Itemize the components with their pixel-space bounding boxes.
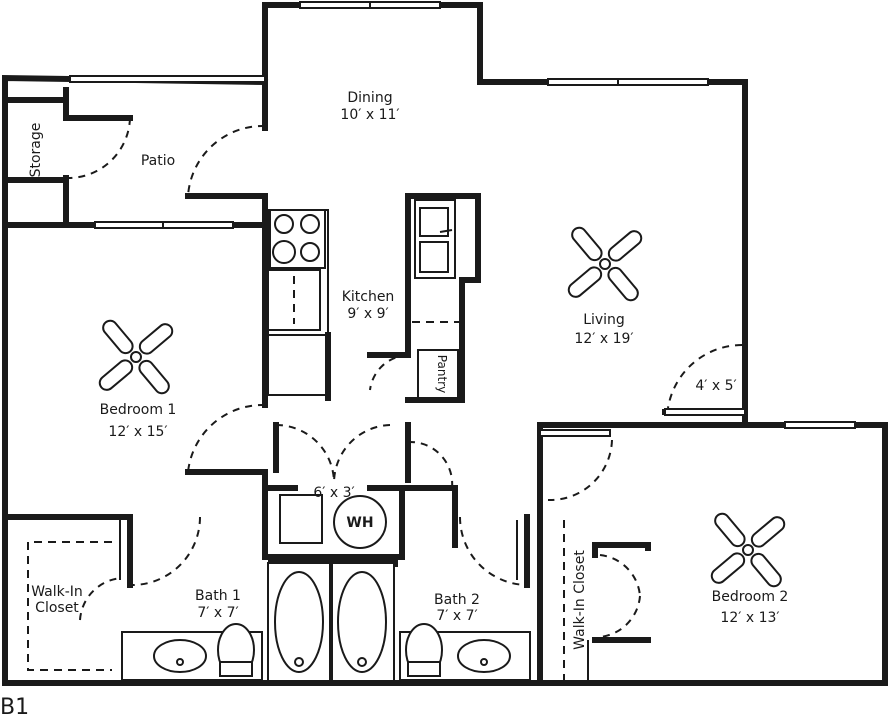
dining-label: Dining: [347, 90, 392, 106]
ceiling-fan-icon: [710, 512, 786, 588]
storage-label: Storage: [28, 123, 44, 178]
kitchen-fixtures: [267, 199, 460, 401]
bathtub-icon: [274, 571, 324, 673]
living-size: 12′ x 19′: [574, 331, 633, 347]
ceiling-fan-icon: [98, 319, 174, 395]
toilet-icon: [405, 623, 443, 677]
kitchen-size: 9′ x 9′: [347, 306, 388, 322]
water-heater-label: WH: [346, 515, 373, 531]
bath2-label: Bath 2: [434, 592, 480, 608]
bath2-size: 7′ x 7′: [436, 608, 477, 624]
bathtub-icon: [337, 571, 387, 673]
bedroom2-size: 12′ x 13′: [720, 610, 779, 626]
walls: [1, 2, 888, 686]
kitchen-sink-icon: [414, 199, 456, 279]
stove-icon: [269, 209, 326, 269]
bath1-size: 7′ x 7′: [197, 605, 238, 621]
patio-label: Patio: [141, 153, 175, 169]
dining-size: 10′ x 11′: [340, 107, 399, 123]
water-heater-icon: [333, 495, 387, 549]
ceiling-fan-icon: [567, 226, 643, 302]
foyer-size: 4′ x 5′: [695, 378, 736, 394]
sink-icon: [153, 639, 207, 673]
bath1-label: Bath 1: [195, 588, 241, 604]
walkin2-label: Walk-In Closet: [572, 550, 588, 650]
door-swings: [65, 117, 743, 638]
utility-size: 6′ x 3′: [313, 485, 354, 501]
pantry-label: Pantry: [435, 355, 449, 393]
living-label: Living: [583, 312, 625, 328]
bedroom1-size: 12′ x 15′: [108, 424, 167, 440]
kitchen-label: Kitchen: [342, 289, 395, 305]
walkin1-label-line2: Closet: [35, 600, 79, 616]
walkin1-label-line1: Walk-In: [31, 584, 83, 600]
toilet-icon: [217, 623, 255, 677]
bedroom2-label: Bedroom 2: [712, 589, 789, 605]
bath1-fixtures: [121, 562, 331, 682]
bedroom1-label: Bedroom 1: [100, 402, 177, 418]
windows: [69, 1, 856, 437]
closets: [27, 520, 589, 680]
room-labels: Storage Patio Dining 10′ x 11′ Kitchen 9…: [28, 90, 788, 650]
plan-code: B1: [0, 695, 29, 718]
bath2-fixtures: [331, 562, 531, 682]
utility-fixtures: [268, 494, 398, 567]
sink-icon: [457, 639, 511, 673]
